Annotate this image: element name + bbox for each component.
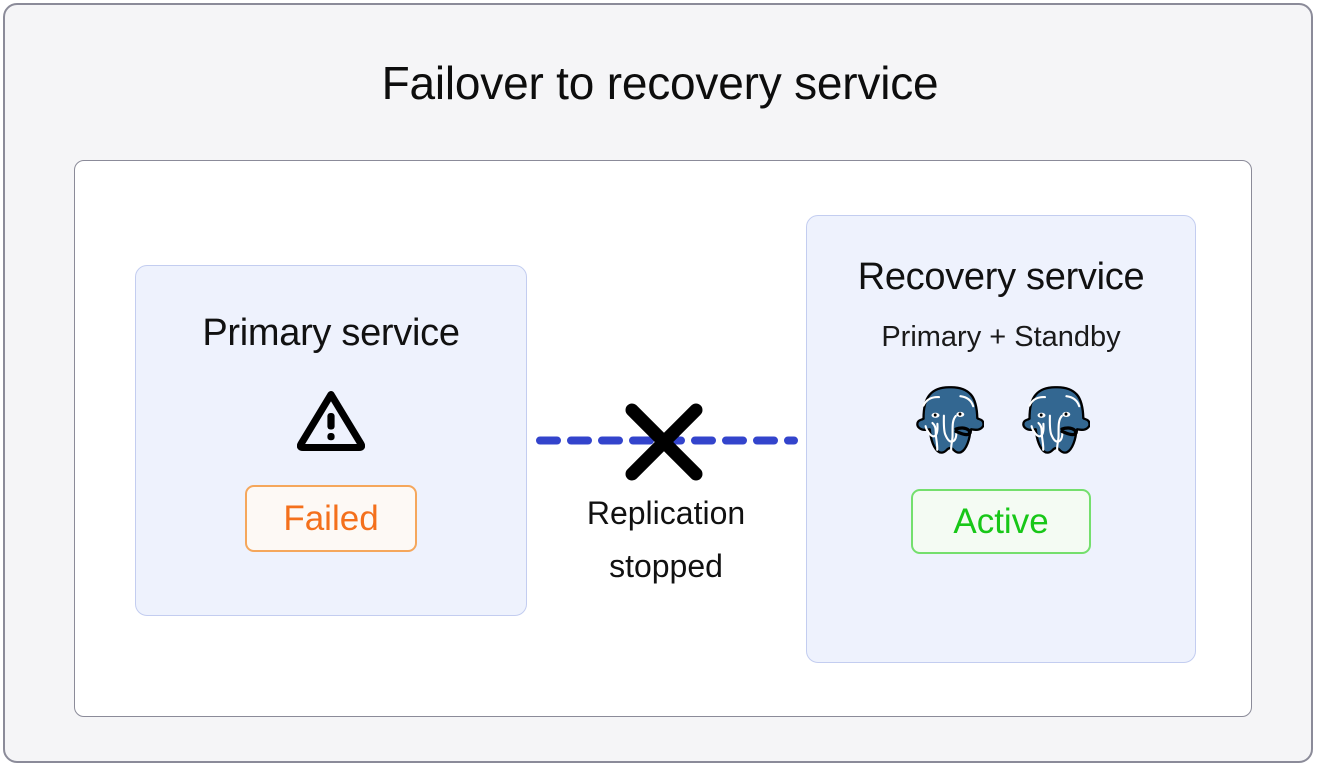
recovery-service-card[interactable]: Recovery service Primary + Standby bbox=[806, 215, 1196, 663]
primary-status-badge[interactable]: Failed bbox=[245, 485, 417, 552]
replication-dashed-line bbox=[536, 436, 798, 445]
recovery-service-title: Recovery service bbox=[857, 256, 1145, 298]
primary-status-label: Failed bbox=[283, 498, 379, 538]
recovery-service-subtitle: Primary + Standby bbox=[881, 321, 1121, 353]
replication-status-label: Replication stopped bbox=[546, 487, 786, 593]
primary-service-title: Primary service bbox=[202, 312, 460, 354]
recovery-status-badge[interactable]: Active bbox=[911, 489, 1091, 554]
warning-triangle-icon bbox=[297, 389, 365, 451]
recovery-status-label: Active bbox=[953, 501, 1049, 541]
replication-label-line1: Replication bbox=[586, 495, 746, 531]
diagram-canvas: Primary service Failed Recovery service … bbox=[74, 160, 1252, 717]
postgres-node-row bbox=[912, 386, 1090, 460]
primary-service-card[interactable]: Primary service Failed bbox=[135, 265, 527, 616]
postgresql-elephant-icon bbox=[916, 386, 984, 454]
x-mark-icon bbox=[622, 400, 706, 484]
diagram-frame: Failover to recovery service Primary ser… bbox=[3, 3, 1313, 763]
page-title: Failover to recovery service bbox=[381, 57, 939, 109]
replication-label-line2: stopped bbox=[609, 548, 723, 584]
postgresql-elephant-icon bbox=[1022, 386, 1090, 454]
